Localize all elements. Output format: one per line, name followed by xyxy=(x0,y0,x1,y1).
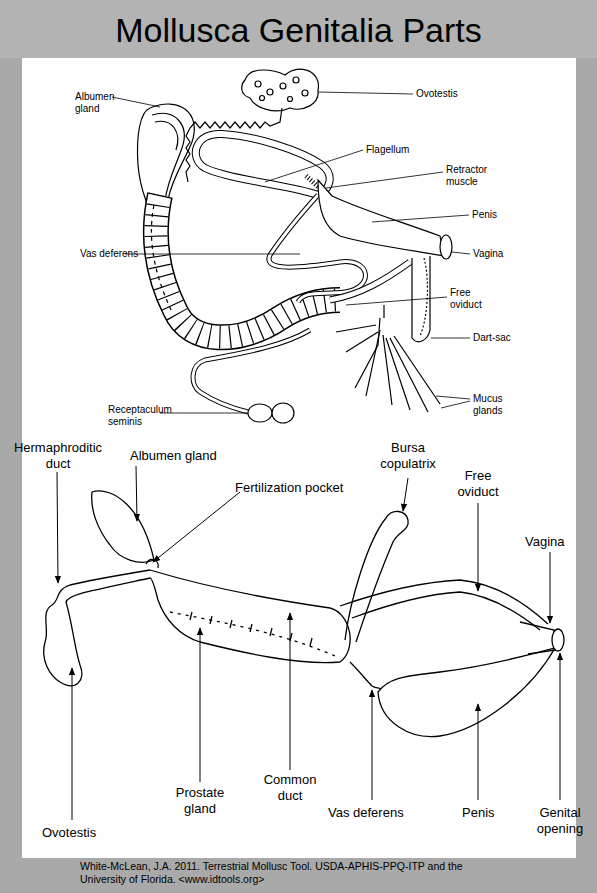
leader-lines-top-part xyxy=(436,396,470,399)
anatomy-schematic-part xyxy=(170,612,335,656)
leader-lines-top-part xyxy=(452,252,470,254)
callout-arrows-part xyxy=(550,552,551,623)
leader-lines-top-part xyxy=(125,254,300,255)
part-label: Mucus glands xyxy=(473,393,518,417)
anatomy-top-part xyxy=(330,262,410,300)
part-label: Fertilization pocket xyxy=(235,480,415,496)
part-label: Bursa copulatrix xyxy=(368,440,448,472)
anatomy-top-part xyxy=(293,77,299,83)
anatomy-schematic-part xyxy=(92,491,154,562)
callout-arrows-part xyxy=(403,478,408,511)
part-label: Hermaphroditic duct xyxy=(6,440,110,472)
title: Mollusca Genitalia Parts xyxy=(0,0,597,58)
anatomy-schematic-part xyxy=(150,570,350,663)
anatomy-schematic-part xyxy=(340,580,548,624)
part-label: Common duct xyxy=(250,772,330,804)
anatomy-top-part xyxy=(390,338,428,412)
part-label: Ovotestis xyxy=(416,88,486,100)
callout-arrows-part xyxy=(72,668,73,820)
leader-lines-top-part xyxy=(160,413,248,414)
part-label: Prostate gland xyxy=(165,785,235,817)
anatomy-top-part xyxy=(260,96,265,101)
anatomy-top-part xyxy=(330,262,410,300)
part-label: Free oviduct xyxy=(450,287,495,311)
anatomy-top-part xyxy=(196,134,330,195)
anatomy-top-part xyxy=(272,403,294,423)
anatomy-schematic-part xyxy=(378,648,555,737)
leader-lines-top-part xyxy=(441,401,470,408)
anatomy-top-part xyxy=(346,332,378,352)
part-label: Dart-sac xyxy=(473,332,533,344)
part-label: Vas deferens xyxy=(80,248,160,260)
part-label: Vagina xyxy=(525,534,585,550)
leader-lines-top-part xyxy=(326,172,443,188)
anatomy-schematic-part xyxy=(520,622,556,654)
anatomy-top-part xyxy=(193,330,310,412)
anatomy-top xyxy=(138,69,453,423)
anatomy-top-part xyxy=(267,89,273,95)
anatomy-top-part xyxy=(288,97,293,102)
anatomy-top-part xyxy=(394,336,440,404)
anatomy-top-part xyxy=(386,338,410,410)
anatomy-schematic-part xyxy=(345,511,408,642)
callout-arrows-part xyxy=(478,704,479,800)
part-label: Penis xyxy=(462,805,522,821)
callout-arrows xyxy=(57,466,560,820)
anatomy-top-part xyxy=(420,258,427,336)
leader-lines-top-part xyxy=(265,150,363,182)
anatomy-top-part xyxy=(302,90,308,96)
callout-arrows-part xyxy=(136,466,137,521)
callout-arrows-part xyxy=(57,472,58,583)
anatomy-schematic-part xyxy=(190,612,312,646)
anatomy-top-part xyxy=(151,205,172,312)
anatomy-top-part xyxy=(336,325,376,332)
part-label: Genital opening xyxy=(525,805,595,837)
part-label: Vagina xyxy=(473,248,533,260)
anatomy-schematic xyxy=(44,491,564,737)
anatomy-top-part xyxy=(196,134,330,195)
part-label: Albumen gland xyxy=(75,91,125,115)
anatomy-schematic-part xyxy=(350,662,384,692)
anatomy-top-part xyxy=(383,335,392,405)
anatomy-schematic-part xyxy=(352,592,540,630)
leader-lines-top-part xyxy=(346,297,447,305)
part-label: Ovotestis xyxy=(42,825,132,841)
anatomy-top-part xyxy=(280,83,286,89)
callout-arrows-part xyxy=(372,690,373,800)
anatomy-schematic-part xyxy=(44,570,150,686)
anatomy-top-part xyxy=(155,121,178,150)
callout-arrows-part xyxy=(153,492,240,562)
callout-arrows-part xyxy=(290,613,291,770)
anatomy-schematic-part xyxy=(552,629,564,651)
anatomy-top-part xyxy=(366,330,380,396)
anatomy-top-part xyxy=(383,305,384,318)
part-label: Free oviduct xyxy=(448,468,508,500)
part-label: Retractor muscle xyxy=(446,164,496,188)
part-label: Flagellum xyxy=(366,144,436,156)
part-label: Albumen gland xyxy=(130,448,250,464)
caption: White-McLean, J.A. 2011. Terrestrial Mol… xyxy=(80,860,490,886)
leader-lines-top-part xyxy=(431,338,470,339)
anatomy-top-part xyxy=(255,81,261,87)
callout-arrows-part xyxy=(200,628,201,782)
panel xyxy=(22,58,576,858)
part-label: Vas deferens xyxy=(328,805,428,821)
anatomy-top-part xyxy=(193,330,310,412)
anatomy-top-part xyxy=(440,235,452,259)
anatomy-top-part xyxy=(152,113,184,200)
leader-lines-top-part xyxy=(112,97,160,107)
part-label: Penis xyxy=(472,209,532,221)
part-label: Receptaculum seminis xyxy=(108,404,178,428)
title-bar xyxy=(0,0,597,58)
anatomy-top-part xyxy=(248,404,272,422)
callout-arrows-part xyxy=(478,503,479,591)
anatomy-schematic-part xyxy=(146,560,158,568)
anatomy-top-part xyxy=(242,69,319,111)
leader-lines-top-part xyxy=(318,92,413,94)
leader-lines-top-part xyxy=(372,215,469,222)
leader-lines-top xyxy=(112,92,470,413)
callout-arrows-part xyxy=(560,653,561,800)
